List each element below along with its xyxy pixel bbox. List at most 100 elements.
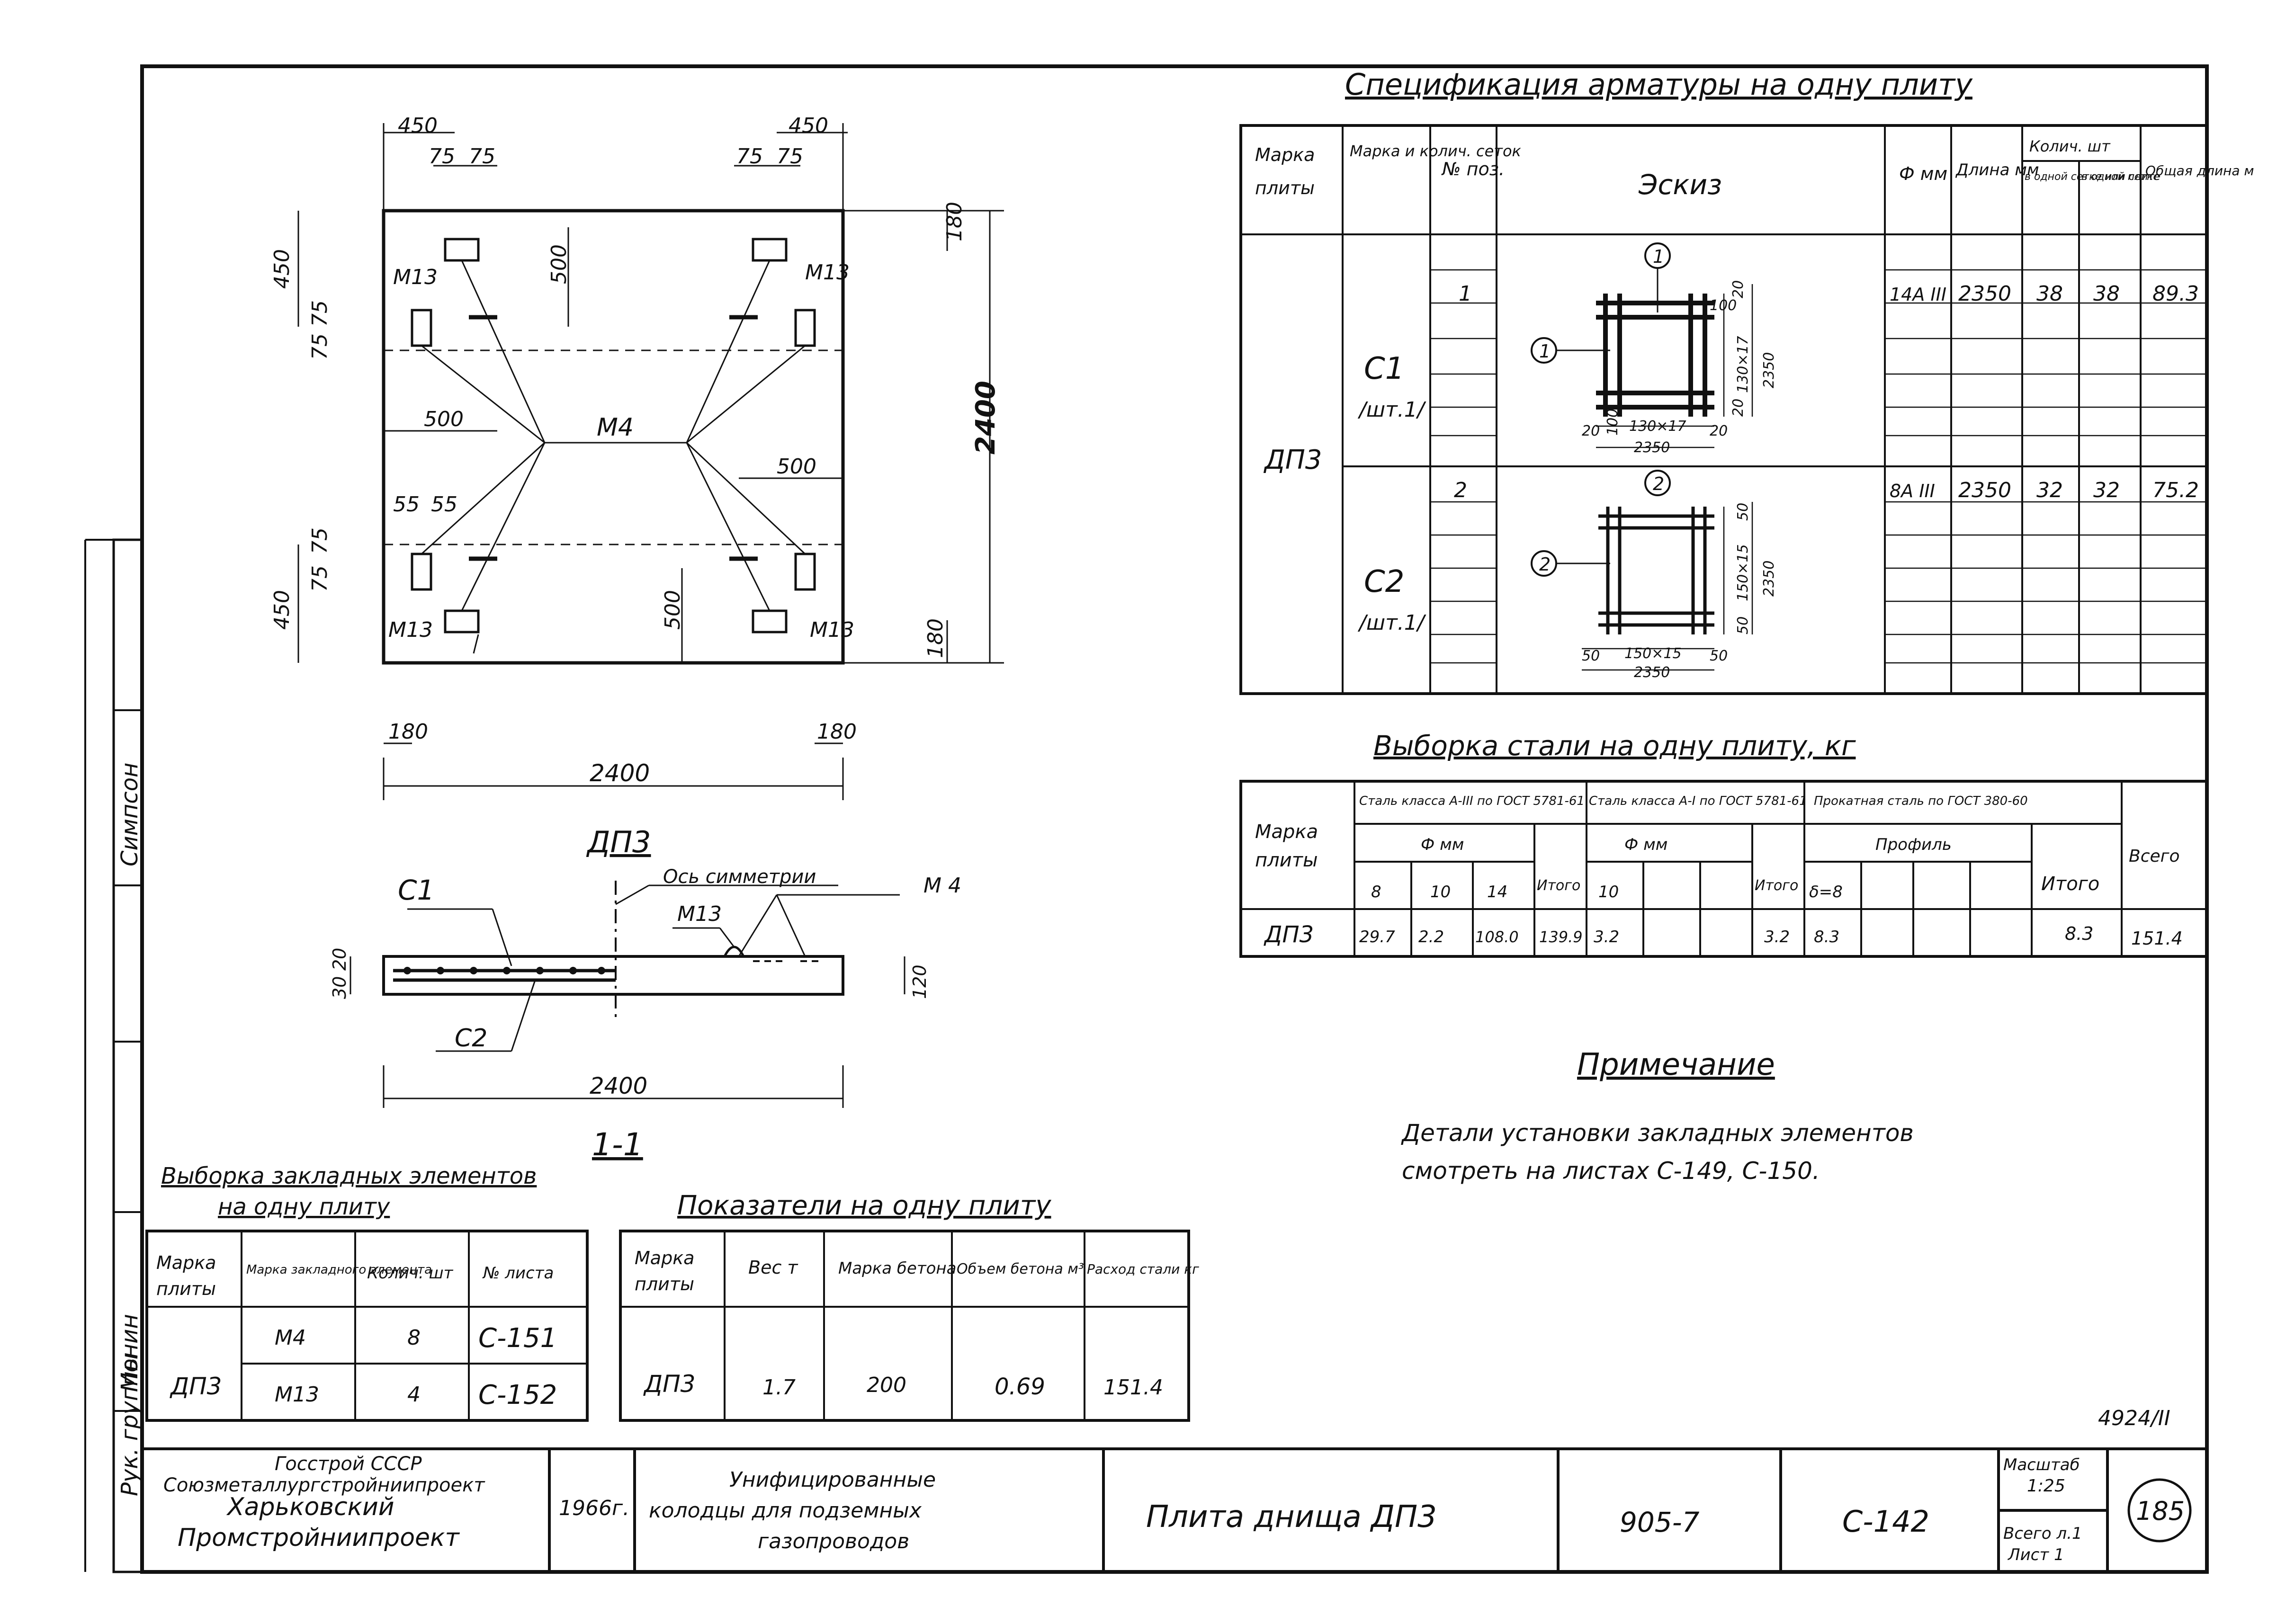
sketch1-d20b: 20: [1730, 399, 1747, 417]
spec-h-sketch: Эскиз: [1638, 169, 1722, 201]
steel-title: Выборка стали на одну плиту, кг: [1373, 730, 1856, 762]
spec-r2-pos: 2: [1454, 478, 1467, 502]
tb-sheet-code: С-142: [1842, 1504, 1929, 1539]
spec-r2-n2: 32: [2093, 478, 2120, 502]
steel-h-all: Всего: [2129, 847, 2180, 866]
sketch-mesh-c1: 1 1 20 100 130×17 2350 20 20 100 130×17 …: [1531, 242, 1777, 456]
steel-h-phi2: Ф мм: [1624, 835, 1667, 854]
tb-org1: Госстрой СССР: [275, 1453, 422, 1475]
spec-r2-n1: 32: [2036, 478, 2063, 502]
spec-r1-count: /шт.1/: [1357, 398, 1426, 422]
section-label-m4: М 4: [923, 874, 961, 898]
steel-sub-delta: δ=8: [1809, 883, 1843, 901]
steel-r-mark: ДП3: [1264, 921, 1314, 948]
tb-year: 1966г.: [559, 1496, 629, 1520]
emb-r1-sheet: С-151: [478, 1323, 557, 1354]
sketch2-d2350v: 2350: [1761, 561, 1777, 597]
dim-180-tr: 180: [942, 202, 967, 241]
side-strip: [112, 538, 143, 1573]
tb-project2: колодцы для подземных: [649, 1499, 922, 1523]
emb-r2-el: М13: [275, 1383, 319, 1407]
sketch1-b20a: 20: [1582, 423, 1600, 439]
spec-h-mark-2: плиты: [1255, 178, 1315, 198]
steel-h-mark-2: плиты: [1255, 849, 1318, 871]
emb-r2-sheet: С-152: [478, 1380, 557, 1410]
dim-75-left-b: 75: [308, 333, 332, 360]
label-m13-tl: М13: [393, 265, 438, 289]
sketch2-mark-top: 2: [1653, 473, 1664, 494]
emb-h-mark-1: Марка: [156, 1252, 216, 1273]
note-line-2: смотреть на листах С-149, С-150.: [1402, 1157, 1820, 1185]
ind-h-mark-1: Марка: [635, 1248, 694, 1268]
tb-org4: Промстройниипроект: [178, 1524, 460, 1552]
ind-r-concrete: 200: [867, 1373, 906, 1397]
dim-450-left-bottom: 450: [270, 590, 294, 630]
note-block: Примечание Детали установки закладных эл…: [1401, 1047, 1914, 1185]
steel-r-p8: 8.3: [1814, 928, 1839, 946]
emb-h-sheet: № листа: [482, 1264, 554, 1283]
steel-h-total3: Итого: [2041, 873, 2099, 895]
spec-h-len: Длина мм: [1955, 161, 2039, 179]
spec-h-qty: Колич. шт: [2029, 137, 2111, 155]
dim-75-a: 75: [429, 144, 455, 169]
sketch2-d50a: 50: [1735, 503, 1751, 521]
steel-h-prof: Профиль: [1875, 835, 1952, 854]
dim-180-bb: 180: [817, 720, 857, 744]
dim-75-b: 75: [469, 144, 495, 169]
steel-h-mark-1: Марка: [1255, 821, 1318, 843]
tb-scale-label: Масштаб: [2003, 1455, 2080, 1474]
spec-r1-n1: 38: [2036, 282, 2063, 306]
dim-180-br: 180: [923, 618, 948, 658]
sketch1-d100: 100: [1710, 297, 1737, 314]
steel-r-all: 151.4: [2131, 928, 2183, 949]
sketch1-mark-top: 1: [1653, 246, 1664, 267]
dim-500-v-top: 500: [547, 244, 571, 284]
tb-project3: газопроводов: [758, 1529, 909, 1553]
ind-r-volume: 0.69: [995, 1374, 1045, 1400]
spec-r2-dia: 8А III: [1890, 481, 1935, 501]
spec-h-total: Общая длина м: [2145, 163, 2254, 178]
section-view: С1 С2 М13 М 4 Ось симметрии 20 30 120 24…: [329, 866, 961, 1163]
steel-r-t1: 139.9: [1539, 928, 1583, 946]
label-m13-tr: М13: [805, 260, 850, 285]
section-label-m13: М13: [677, 902, 722, 926]
steel-r-v8: 29.7: [1359, 928, 1395, 946]
sketch1-d130x17: 130×17: [1735, 336, 1751, 393]
steel-h-g2: Сталь класса А-I по ГОСТ 5781-61: [1589, 794, 1807, 808]
steel-h-g1: Сталь класса А-III по ГОСТ 5781-61: [1359, 794, 1585, 808]
tb-name: Плита днища ДП3: [1146, 1499, 1437, 1535]
spec-h-mesh: Марка и колич. сеток: [1350, 142, 1522, 160]
spec-r1-mesh: С1: [1364, 351, 1404, 386]
section-label-c1: С1: [398, 874, 434, 906]
embedded-table: Выборка закладных элементов на одну плит…: [145, 1163, 589, 1422]
steel-sub-14: 14: [1487, 883, 1507, 901]
section-label-axis: Ось симметрии: [663, 866, 816, 888]
steel-h-total1: Итого: [1537, 877, 1580, 894]
emb-r1-el: М4: [275, 1326, 306, 1350]
section-dim-120: 120: [909, 964, 930, 999]
label-m13-br: М13: [810, 618, 854, 642]
spec-r1-total: 89.3: [2152, 282, 2199, 306]
plan-view: 450 75 75 450 75 75 180 450 75 75 500 50…: [270, 114, 1004, 859]
spec-h-qty-mesh: в одной сетке или сетке: [2025, 171, 2160, 183]
ind-h-steel: Расход стали кг: [1087, 1261, 1199, 1277]
section-mark: 1-1: [592, 1126, 643, 1163]
emb-h-element: Марка закладного элемента: [246, 1263, 432, 1277]
dim-2400-h: 2400: [590, 759, 650, 787]
sketch1-b20b: 20: [1710, 423, 1728, 439]
ind-r-mark: ДП3: [643, 1370, 695, 1398]
emb-r1-qty: 8: [407, 1326, 421, 1350]
embedded-title-2: на одну плиту: [218, 1194, 390, 1220]
sketch2-b150x15: 150×15: [1624, 645, 1682, 662]
steel-r-v14: 108.0: [1475, 928, 1519, 946]
spec-r2-count: /шт.1/: [1357, 611, 1426, 635]
steel-r-a10: 3.2: [1594, 928, 1619, 946]
spec-h-mark-1: Марка: [1255, 144, 1315, 165]
title-block: 4924/II Госстрой СССР Союзметаллургстрой…: [142, 1406, 2207, 1572]
dim-75-left-a: 75: [308, 300, 332, 327]
sketch2-mark-left: 2: [1539, 554, 1551, 575]
steel-h-g3: Прокатная сталь по ГОСТ 380-60: [1814, 794, 2028, 808]
tb-scale: 1:25: [2027, 1476, 2065, 1496]
dim-500-v-bottom: 500: [661, 590, 685, 630]
